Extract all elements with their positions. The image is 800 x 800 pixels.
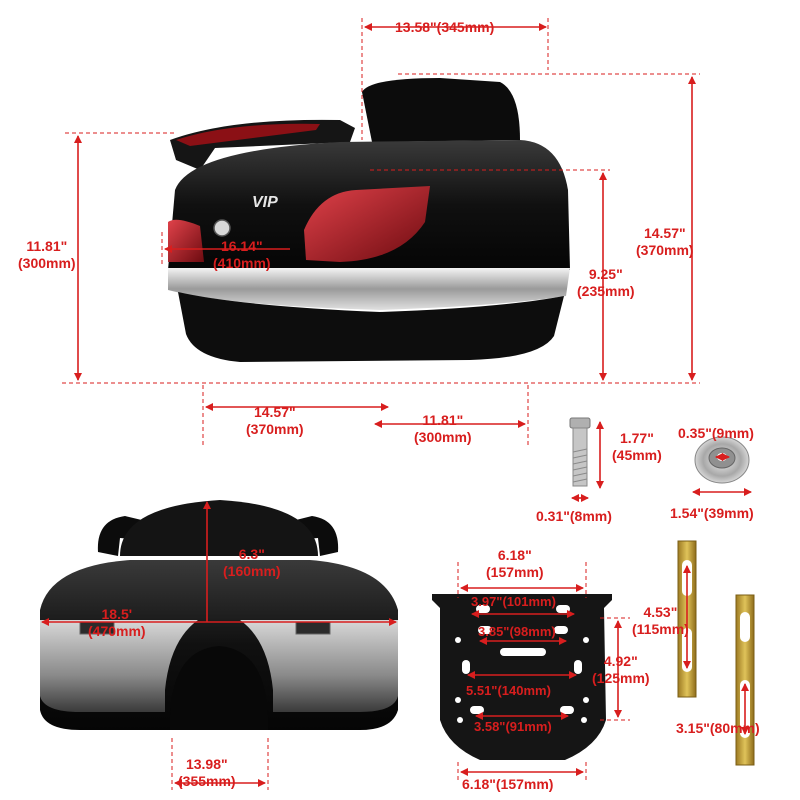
backrest-height-label: 6.3" (160mm) bbox=[223, 546, 281, 579]
plate-row4-label: 3.58"(91mm) bbox=[474, 719, 552, 734]
top-width-label: 13.58"(345mm) bbox=[395, 19, 495, 35]
bolt-arrows bbox=[571, 421, 604, 502]
top-view-arrows bbox=[74, 23, 696, 428]
washer-arrows bbox=[692, 453, 752, 496]
base-length-label: 14.57" (370mm) bbox=[246, 404, 304, 437]
bottom-view-illustration bbox=[40, 500, 398, 730]
short-bracket-illustration bbox=[735, 594, 755, 766]
top-view-guides bbox=[62, 18, 700, 445]
inner-width-label: 16.14" (410mm) bbox=[213, 238, 271, 271]
washer-outer-label: 1.54"(39mm) bbox=[670, 505, 754, 521]
base-depth-label: 11.81" (300mm) bbox=[414, 412, 472, 445]
plate-height-label: 4.92" (125mm) bbox=[592, 653, 650, 686]
plate-row2-label: 3.85"(98mm) bbox=[478, 624, 556, 639]
height-total-label: 11.81" (300mm) bbox=[18, 238, 76, 271]
width-label: 18.5' (470mm) bbox=[88, 606, 146, 639]
plate-row1-label: 3.97"(101mm) bbox=[471, 594, 556, 609]
washer-illustration bbox=[694, 436, 750, 484]
bottom-view-arrows bbox=[41, 501, 397, 787]
plate-row3-label: 5.51"(140mm) bbox=[466, 683, 551, 698]
height-lid-label: 9.25" (235mm) bbox=[577, 266, 635, 299]
height-back-label: 14.57" (370mm) bbox=[636, 225, 694, 258]
washer-hole-label: 0.35"(9mm) bbox=[678, 425, 754, 441]
plate-bottom-width-label: 6.18"(157mm) bbox=[462, 776, 554, 792]
bottom-view-guides bbox=[171, 738, 269, 790]
plate-arrows bbox=[460, 584, 622, 776]
box-logo: VIP bbox=[252, 194, 278, 211]
top-box-illustration: VIP bbox=[168, 78, 570, 362]
bolt-diameter-label: 0.31"(8mm) bbox=[536, 508, 612, 524]
plate-top-width-label: 6.18" (157mm) bbox=[486, 547, 544, 580]
bolt-illustration bbox=[569, 417, 591, 487]
short-bracket-label: 3.15"(80mm) bbox=[676, 720, 760, 736]
long-bracket-label: 4.53" (115mm) bbox=[632, 604, 689, 637]
mounting-plate-illustration bbox=[432, 594, 612, 760]
bracket-arrows bbox=[683, 565, 749, 735]
bolt-length-label: 1.77" (45mm) bbox=[612, 430, 662, 463]
bottom-width-label: 13.98" (355mm) bbox=[178, 756, 236, 789]
plate-guides bbox=[457, 562, 630, 782]
